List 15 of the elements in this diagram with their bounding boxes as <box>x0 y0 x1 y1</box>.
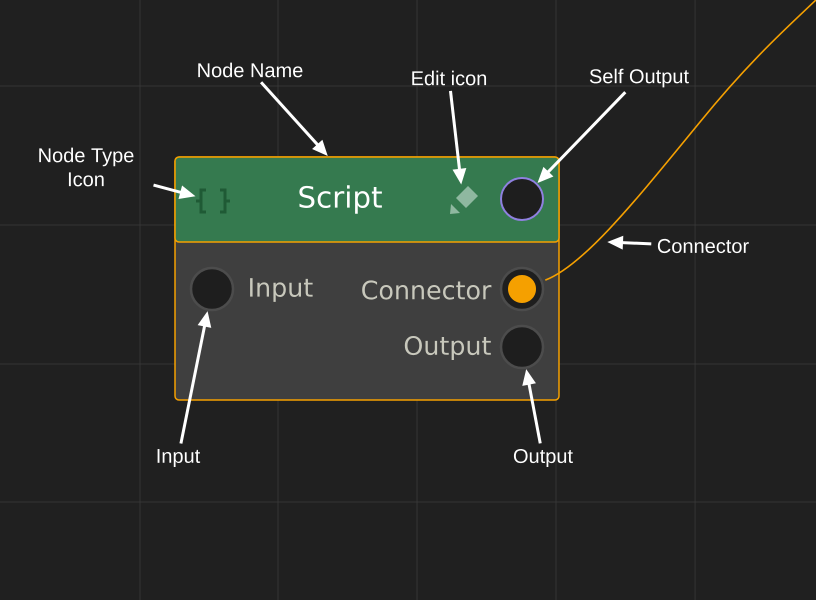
callout-label: Node Type Icon <box>39 148 134 186</box>
port-label: Connector <box>362 280 492 300</box>
edit-icon <box>450 186 478 214</box>
header-bar: Script <box>174 156 560 243</box>
callout-label: Output <box>514 448 573 468</box>
callout-label: Connector <box>658 238 749 254</box>
port-circle <box>500 177 544 221</box>
port-label: Input <box>250 278 313 302</box>
callout-label: Node Name <box>198 62 302 78</box>
callout-label: Input <box>158 449 200 467</box>
connector-curve <box>544 0 816 281</box>
callout-label: Self Output <box>590 68 689 88</box>
callout-label: Edit icon <box>412 70 486 86</box>
node-type-icon <box>196 188 230 214</box>
port-label: Output <box>404 336 491 360</box>
